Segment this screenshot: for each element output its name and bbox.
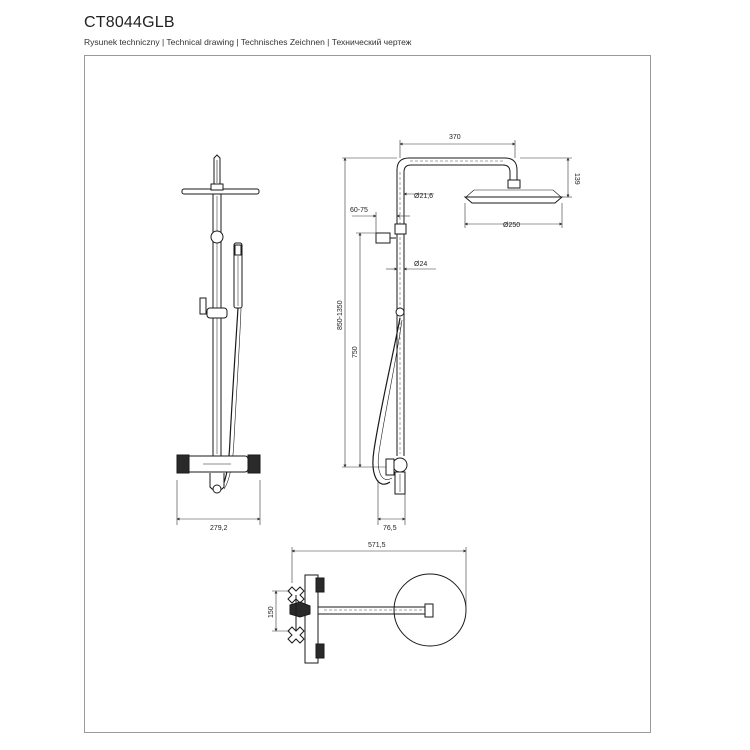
label-front-width: 279,2 <box>210 525 228 532</box>
drawing-frame <box>84 55 651 733</box>
label-total-height: 850-1350 <box>337 300 344 330</box>
model-code-title: CT8044GLB <box>84 14 175 31</box>
label-handle-offset: 60-75 <box>350 207 368 214</box>
drawing-subtitle: Rysunek techniczny | Technical drawing |… <box>84 37 412 47</box>
front-view <box>176 154 261 494</box>
side-dimensions <box>342 140 572 525</box>
dim-front-width <box>176 480 261 525</box>
plan-view <box>287 573 467 664</box>
label-plan-depth: 150 <box>268 606 275 618</box>
side-view <box>372 157 564 495</box>
label-wall-offset: 76,5 <box>383 525 397 532</box>
label-head-height: 139 <box>573 173 580 185</box>
plan-dimensions <box>272 547 467 632</box>
label-lower-height: 750 <box>352 346 359 358</box>
label-plan-width: 571,5 <box>368 542 386 549</box>
label-head-diameter: Ø250 <box>503 222 520 229</box>
label-top-arm: 370 <box>449 134 461 141</box>
label-pipe-diameter-upper: Ø21,6 <box>414 193 433 200</box>
label-pipe-diameter-lower: Ø24 <box>414 261 427 268</box>
